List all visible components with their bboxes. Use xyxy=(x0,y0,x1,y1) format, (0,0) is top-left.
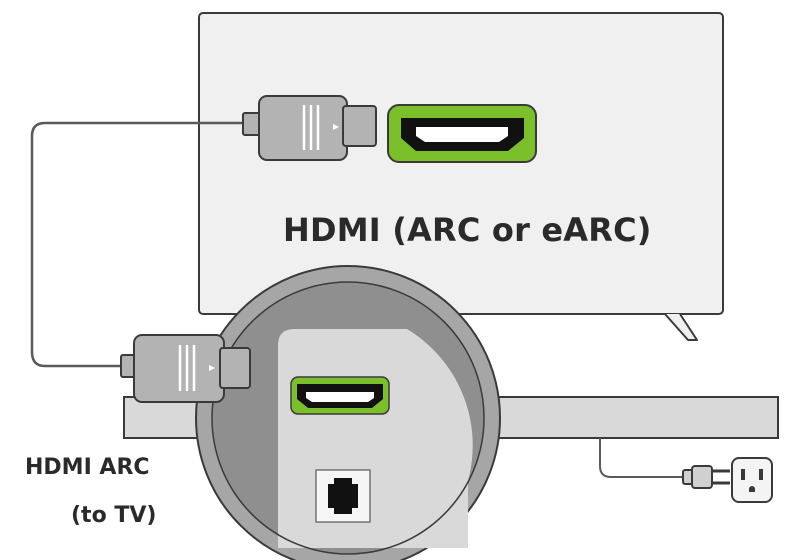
soundbar-hdmi-plug-icon xyxy=(120,334,251,403)
zoom-callout xyxy=(195,265,501,560)
tv-panel xyxy=(198,12,724,315)
optical-port-icon xyxy=(315,469,371,523)
tv-stand xyxy=(664,313,698,341)
soundbar-port-label: HDMI ARC xyxy=(25,455,150,480)
tv-hdmi-port-icon xyxy=(387,104,537,163)
soundbar-hdmi-port-icon xyxy=(290,376,390,415)
wall-outlet xyxy=(731,457,773,503)
power-plug-icon xyxy=(682,457,773,503)
soundbar-port-sublabel: (to TV) xyxy=(71,503,157,528)
hdmi-cable xyxy=(30,121,243,368)
tv-hdmi-port-tongue xyxy=(416,127,508,142)
tv-hdmi-plug-icon xyxy=(242,95,377,161)
tv xyxy=(198,12,724,341)
power-cord xyxy=(599,438,690,478)
tv-port-label: HDMI (ARC or eARC) xyxy=(283,211,652,249)
